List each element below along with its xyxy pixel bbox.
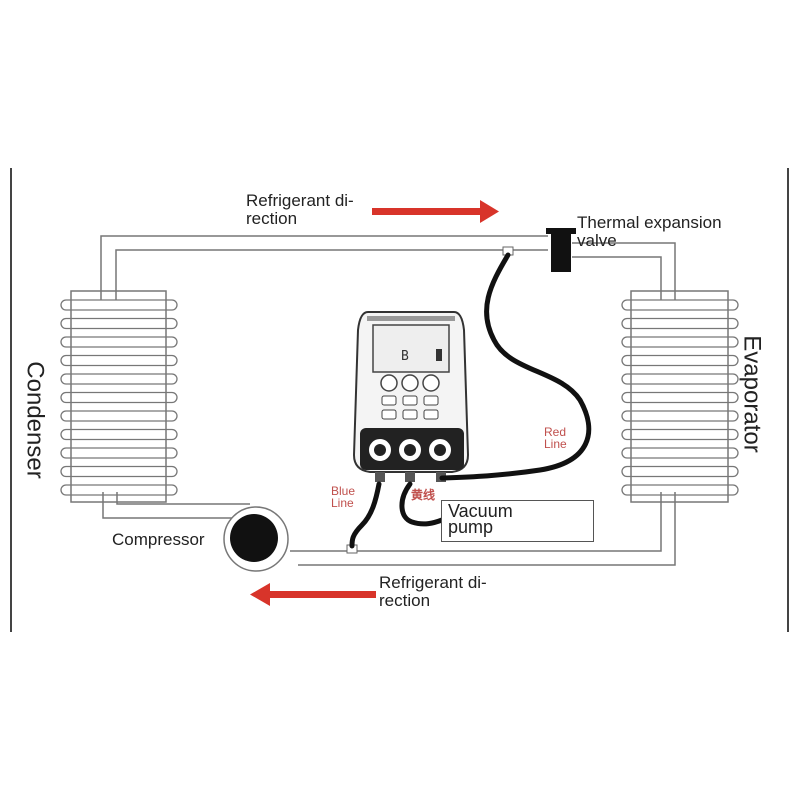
- refrigerant-top-line1: Refrigerant di-: [246, 191, 354, 210]
- evaporator-tube: [621, 428, 739, 441]
- direction-arrow-right: [372, 200, 499, 223]
- condenser-tube: [60, 410, 178, 422]
- evaporator-tube: [621, 447, 739, 459]
- condenser-tube: [60, 373, 178, 385]
- condenser-tube: [60, 391, 178, 404]
- vacuum-pump: Vacuum pump: [441, 500, 594, 542]
- condenser-coil: [60, 290, 178, 503]
- bottom-pipe: [102, 492, 676, 566]
- thermal-expansion-valve: [546, 228, 576, 272]
- condenser-tube: [60, 354, 178, 367]
- thermal-expansion-valve-label: Thermal expansion valve: [577, 214, 722, 250]
- condenser-tube: [60, 428, 178, 441]
- blue-line1: Blue: [331, 484, 356, 498]
- yellow-line-label: 黄线: [411, 488, 436, 502]
- evaporator-tube: [621, 391, 739, 404]
- red-line1: Red: [544, 425, 567, 439]
- red-hose: [439, 252, 592, 481]
- evaporator-tube: [621, 317, 739, 330]
- refrigerant-direction-bottom-label: Refrigerant di- rection: [379, 574, 487, 610]
- blue-hose: [349, 481, 382, 549]
- evaporator-tube: [621, 410, 739, 422]
- vacuum-line1: Vacuum: [448, 501, 513, 521]
- top-pipe: [100, 235, 676, 300]
- direction-arrow-left: [250, 583, 376, 606]
- yellow-hose: [399, 481, 445, 527]
- evaporator-tube: [621, 354, 739, 367]
- condenser-label: Condenser: [21, 361, 49, 479]
- condenser-tube: [60, 336, 178, 348]
- thermal-line2: valve: [577, 230, 617, 250]
- evaporator-label: Evaporator: [738, 335, 766, 453]
- condenser-tube: [60, 299, 178, 311]
- condenser-tube: [60, 447, 178, 459]
- evaporator-tube: [621, 373, 739, 385]
- blue-line2: Line: [331, 496, 354, 510]
- thermal-line1: Thermal expansion: [577, 213, 722, 232]
- refrigerant-bottom-line2: rection: [379, 590, 431, 610]
- refrigerant-bottom-line1: Refrigerant di-: [379, 573, 487, 592]
- condenser-tube: [60, 484, 178, 496]
- condenser-tube: [60, 317, 178, 330]
- red-line2: Line: [544, 437, 567, 451]
- vacuum-line2: pump: [448, 517, 494, 538]
- compressor-label: Compressor: [112, 530, 205, 549]
- svg-text:B: B: [401, 349, 409, 364]
- evaporator-coil: [621, 290, 739, 503]
- compressor: [223, 506, 289, 572]
- condenser-tube: [60, 465, 178, 478]
- blue-line-label: Blue Line: [331, 485, 355, 509]
- refrigerant-direction-top-label: Refrigerant di- rection: [246, 192, 354, 228]
- vacuum-pump-label: Vacuum pump: [448, 501, 513, 538]
- evaporator-tube: [621, 299, 739, 311]
- red-line-label: Red Line: [544, 426, 567, 450]
- evaporator-tube: [621, 484, 739, 496]
- manifold-gauge: B: [352, 311, 470, 482]
- evaporator-tube: [621, 465, 739, 478]
- refrigerant-top-line2: rection: [246, 208, 298, 228]
- evaporator-tube: [621, 336, 739, 348]
